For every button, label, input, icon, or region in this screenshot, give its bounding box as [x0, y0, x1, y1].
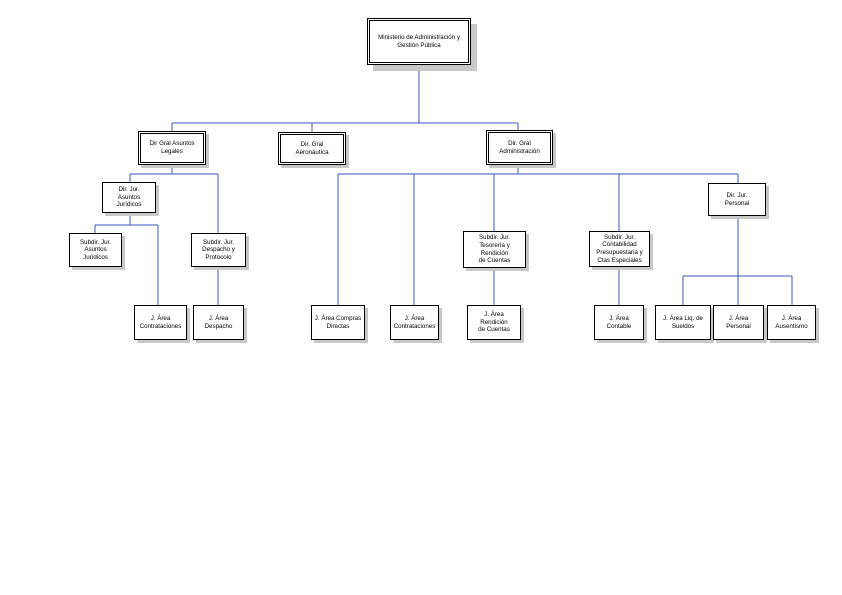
node-ministerio-label: Ministerio de Administración y Gestión P… — [378, 33, 460, 49]
node-dir-gral-aeronautica[interactable]: Dir. Gral Aeronáutica — [278, 132, 346, 165]
node-dir-jur-personal[interactable]: Dir. Jur. Personal — [708, 183, 766, 216]
node-area-personal[interactable]: J. Área Personal — [713, 305, 764, 340]
node-area-liq-sueldos-label: J. Área Liq. de Sueldos — [663, 314, 703, 330]
node-dir-gral-administracion[interactable]: Dir. Gral Administración — [486, 130, 553, 165]
node-area-contable[interactable]: J. Área Contable — [594, 305, 644, 340]
node-dir-jur-asuntos-juridicos[interactable]: Dir. Jur. Asuntos Jurídicos — [102, 182, 156, 213]
node-subdir-contabilidad-label: Subdir. Jur. Contabilidad Presupuestaria… — [596, 233, 643, 264]
node-dir-jur-personal-label: Dir. Jur. Personal — [724, 191, 750, 207]
node-subdir-despacho-protocolo[interactable]: Subdir. Jur. Despacho y Protocolo — [191, 233, 246, 267]
node-subdir-tesoreria-label: Subdir. Jur. Tesorería y Rendición de Cu… — [478, 234, 511, 265]
node-area-liq-sueldos[interactable]: J. Área Liq. de Sueldos — [655, 305, 711, 340]
node-subdir-despacho-protocolo-label: Subdir. Jur. Despacho y Protocolo — [202, 238, 235, 261]
node-ministerio[interactable]: Ministerio de Administración y Gestión P… — [367, 18, 471, 65]
node-dir-jur-asuntos-juridicos-label: Dir. Jur. Asuntos Jurídicos — [116, 186, 142, 209]
node-area-ausentismo-label: J. Área Ausentismo — [775, 314, 808, 330]
node-area-compras-directas[interactable]: J. Área Compras Directas — [311, 305, 365, 340]
node-area-despacho-label: J. Área Despacho — [204, 314, 233, 330]
node-area-contrataciones-legales-label: J. Área Contrataciones — [139, 314, 182, 330]
node-area-contrataciones-admin-label: J. Área Contrataciones — [393, 314, 436, 330]
node-subdir-contabilidad[interactable]: Subdir. Jur. Contabilidad Presupuestaria… — [589, 231, 650, 267]
node-area-ausentismo[interactable]: J. Área Ausentismo — [767, 305, 816, 340]
node-area-rendicion-cuentas-label: J. Área Rendición de Cuentas — [478, 311, 510, 334]
node-area-contrataciones-legales[interactable]: J. Área Contrataciones — [134, 305, 187, 340]
node-subdir-tesoreria[interactable]: Subdir. Jur. Tesorería y Rendición de Cu… — [463, 231, 526, 268]
node-area-compras-directas-label: J. Área Compras Directas — [314, 314, 362, 330]
node-area-contrataciones-admin[interactable]: J. Área Contrataciones — [390, 305, 439, 340]
node-dir-gral-asuntos-legales-label: Dir Gral Asuntos Legales — [149, 140, 195, 155]
node-dir-gral-aeronautica-label: Dir. Gral Aeronáutica — [295, 140, 329, 156]
node-dir-gral-administracion-label: Dir. Gral Administración — [499, 139, 540, 155]
node-subdir-asuntos-juridicos-label: Subdir. Jur. Asuntos Jurídicos — [80, 238, 111, 261]
node-area-rendicion-cuentas[interactable]: J. Área Rendición de Cuentas — [467, 305, 521, 340]
node-area-despacho[interactable]: J. Área Despacho — [193, 305, 244, 340]
node-area-personal-label: J. Área Personal — [726, 314, 751, 330]
node-area-contable-label: J. Área Contable — [606, 314, 632, 330]
node-dir-gral-asuntos-legales[interactable]: Dir Gral Asuntos Legales — [138, 131, 206, 165]
node-subdir-asuntos-juridicos[interactable]: Subdir. Jur. Asuntos Jurídicos — [69, 233, 122, 267]
